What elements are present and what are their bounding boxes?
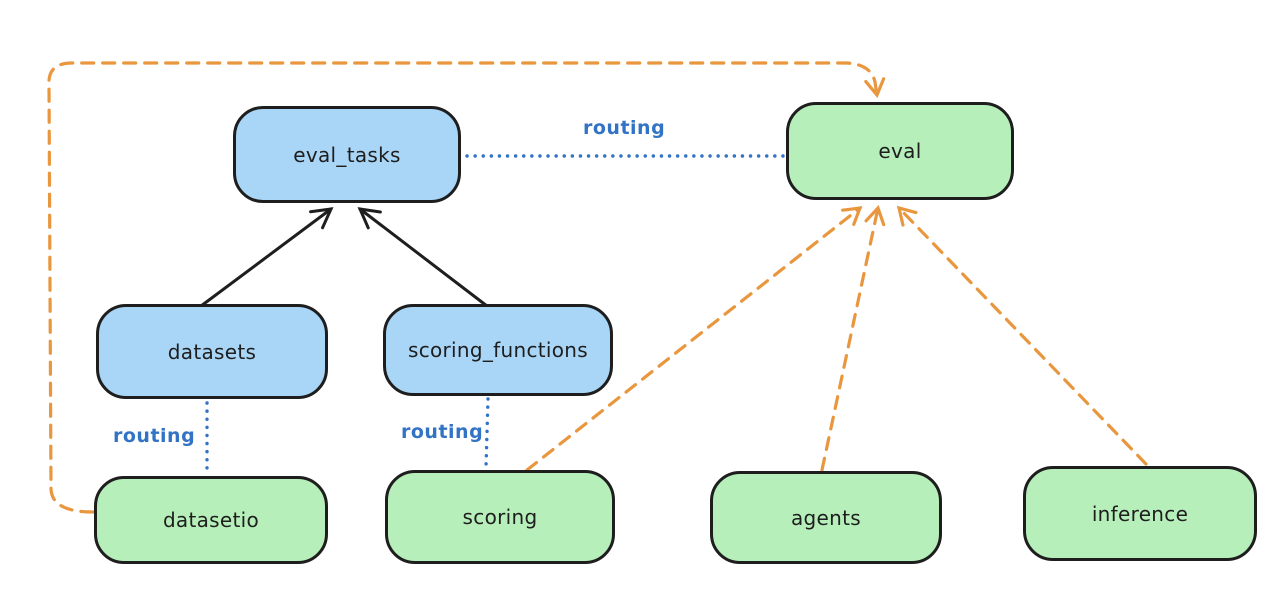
node-eval-tasks-label: eval_tasks xyxy=(293,142,401,167)
edge-scoring-to-eval xyxy=(525,206,863,472)
edge-scoring-functions-to-scoring-routing xyxy=(484,397,490,469)
node-eval-tasks: eval_tasks xyxy=(233,106,461,203)
node-agents: agents xyxy=(710,471,942,564)
edge-datasets-to-eval-tasks xyxy=(199,207,334,308)
node-scoring-functions: scoring_functions xyxy=(383,304,613,396)
node-datasetio-label: datasetio xyxy=(162,508,260,532)
node-scoring-label: scoring xyxy=(462,505,538,529)
routing-label-datasets-datasetio: routing xyxy=(113,425,196,447)
node-datasets-label: datasets xyxy=(167,339,257,364)
node-scoring-functions-label: scoring_functions xyxy=(407,338,589,362)
node-inference-label: inference xyxy=(1091,501,1189,526)
node-scoring: scoring xyxy=(385,470,615,564)
routing-label-eval-tasks-eval: routing xyxy=(583,117,666,139)
node-eval: eval xyxy=(786,102,1014,200)
node-eval-label: eval xyxy=(878,139,922,163)
node-datasets: datasets xyxy=(96,304,328,399)
routing-label-scoring-functions-scoring: routing xyxy=(401,421,484,443)
node-agents-label: agents xyxy=(791,505,861,530)
edge-scoring-functions-to-eval-tasks xyxy=(357,207,489,308)
edge-agents-to-eval xyxy=(820,204,886,472)
node-datasetio: datasetio xyxy=(94,476,328,564)
edge-datasetio-to-eval-loop xyxy=(47,61,886,514)
node-inference: inference xyxy=(1023,466,1257,561)
edge-inference-to-eval xyxy=(896,205,1148,466)
